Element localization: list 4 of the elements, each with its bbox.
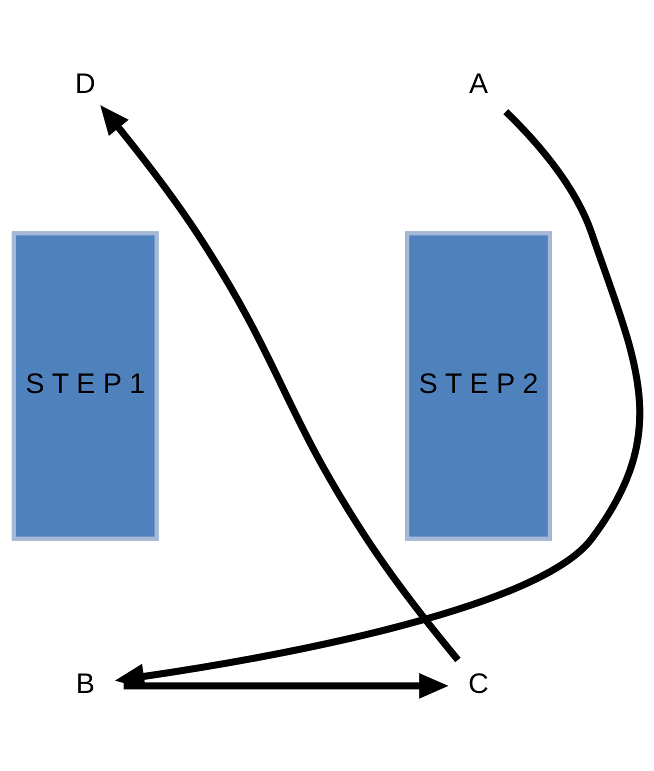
node-text: D — [75, 66, 96, 99]
node-text: B — [76, 666, 95, 698]
node-text: C — [468, 666, 489, 698]
node-text: A — [469, 66, 488, 99]
